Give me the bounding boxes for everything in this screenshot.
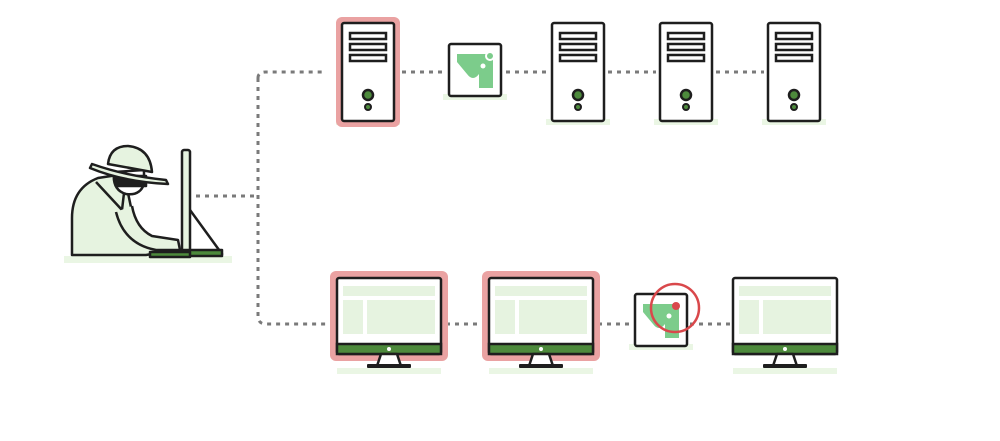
server-power-light <box>361 88 375 102</box>
server-power-light <box>571 88 585 102</box>
monitor-screen-sidebar <box>343 300 363 334</box>
hacker-at-computer-icon <box>64 144 232 263</box>
attacker-hat-crown <box>106 144 154 174</box>
monitor-screen-header <box>343 286 435 296</box>
server-row <box>336 17 826 127</box>
status-dot <box>485 51 495 61</box>
server-drive-bay <box>348 42 388 52</box>
server-row-node-4 <box>654 21 718 125</box>
server-drive-bay <box>774 42 814 52</box>
server-row-node-1 <box>336 17 400 127</box>
monitor-power-dot <box>783 347 787 351</box>
server-status-light <box>790 103 798 111</box>
monitor-screen-header <box>495 286 587 296</box>
server-status-light <box>574 103 582 111</box>
monitor-base <box>367 364 411 368</box>
monitor-screen-sidebar <box>495 300 515 334</box>
infection-dot <box>672 302 680 310</box>
infection-ring <box>649 282 701 334</box>
server-drive-bay <box>666 31 706 41</box>
workstation-row-node-4 <box>731 276 839 374</box>
server-row-node-2 <box>443 42 507 100</box>
attacker-hat-brim <box>88 162 170 186</box>
attacker-monitor-screen <box>180 148 192 256</box>
server-drive-bay <box>348 31 388 41</box>
bird-eye <box>666 313 672 319</box>
attacker-keyboard <box>148 250 192 259</box>
monitor-base <box>763 364 807 368</box>
monitor-floor-shadow <box>733 368 837 374</box>
monitor-floor-shadow <box>337 368 441 374</box>
connector-branch-trunk <box>256 70 326 326</box>
monitor-screen-content <box>763 300 831 334</box>
server-power-light <box>679 88 693 102</box>
server-drive-bay <box>666 53 706 63</box>
server-row-node-3 <box>546 21 610 125</box>
monitor-power-dot <box>539 347 543 351</box>
bird-logo-icon <box>457 54 493 88</box>
monitor-base <box>519 364 563 368</box>
server-drive-bay <box>558 53 598 63</box>
workstation-row-node-2 <box>482 271 600 374</box>
attacker-arm <box>114 205 182 252</box>
bird-eye <box>480 63 486 69</box>
workstation-row-node-1 <box>330 271 448 374</box>
server-drive-bay <box>558 31 598 41</box>
monitor-screen-sidebar <box>739 300 759 334</box>
server-drive-bay <box>774 31 814 41</box>
server-drive-bay <box>558 42 598 52</box>
server-power-light <box>787 88 801 102</box>
server-status-light <box>364 103 372 111</box>
server-drive-bay <box>348 53 388 63</box>
monitor-floor-shadow <box>489 368 593 374</box>
monitor-screen-header <box>739 286 831 296</box>
monitor-screen-content <box>367 300 435 334</box>
server-drive-bay <box>666 42 706 52</box>
server-drive-bay <box>774 53 814 63</box>
workstation-row-node-3 <box>629 282 701 350</box>
workstation-row <box>330 271 839 374</box>
server-status-light <box>682 103 690 111</box>
server-row-node-5 <box>762 21 826 125</box>
monitor-power-dot <box>387 347 391 351</box>
attacker-floor-shadow <box>64 256 232 263</box>
monitor-screen-content <box>519 300 587 334</box>
connectors <box>196 70 764 326</box>
